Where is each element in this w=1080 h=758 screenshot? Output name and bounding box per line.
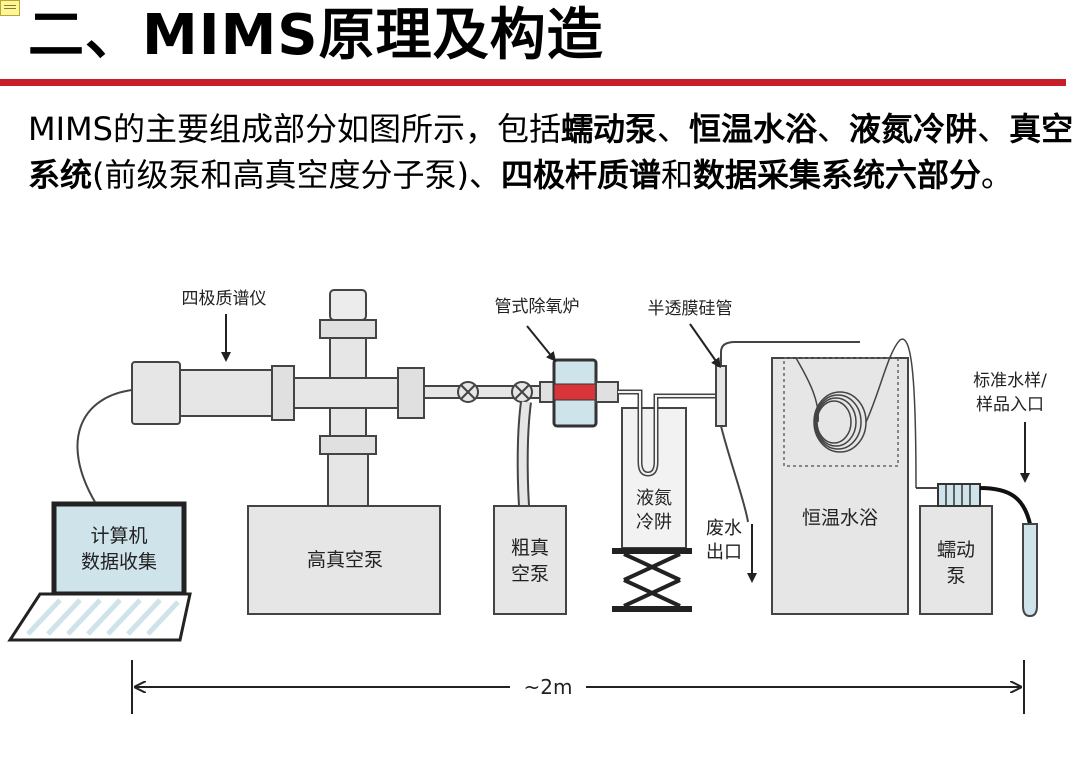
membrane-tee <box>715 341 860 523</box>
sample-test-tube <box>1022 523 1038 618</box>
label-furnace: 管式除氧炉 <box>495 297 580 317</box>
intro-bold-peristaltic: 蠕动泵 <box>560 110 657 148</box>
water-bath-inner <box>783 357 899 467</box>
intro-bold-waterbath: 恒温水浴 <box>689 110 818 148</box>
intro-text-1: MIMS的主要组成部分如图所示，包括 <box>28 110 561 148</box>
coil <box>795 338 917 489</box>
label-waste-line1: 废水 <box>706 518 742 539</box>
label-quadrupole-ms: 四极质谱仪 <box>182 289 267 309</box>
water-bath <box>771 357 909 615</box>
label-water-bath: 恒温水浴 <box>802 507 878 529</box>
label-high-vacuum-pump: 高真空泵 <box>307 549 383 571</box>
label-cold-trap-line2: 冷阱 <box>636 512 672 533</box>
intro-sep-3: 、 <box>977 110 1010 148</box>
deoxygenation-furnace <box>539 358 619 428</box>
mims-diagram: 四极质谱仪 高真空泵 粗真 空泵 管式除氧炉 <box>0 262 1064 724</box>
label-computer-line1: 计算机 <box>90 525 147 547</box>
mims-diagram-svg: 四极质谱仪 高真空泵 粗真 空泵 管式除氧炉 <box>7 289 1047 714</box>
data-cable <box>76 389 133 503</box>
label-scale: ~2m <box>524 675 573 699</box>
label-sample-inlet-line2: 样品入口 <box>976 395 1044 415</box>
arrow-furnace <box>526 325 557 362</box>
intro-bold-coldtrap: 液氮冷阱 <box>849 110 978 148</box>
label-sample-inlet-line1: 标准水样/ <box>973 371 1047 391</box>
slide-title: 二、MIMS原理及构造 <box>28 3 604 68</box>
label-peristaltic-line1: 蠕动 <box>937 539 975 561</box>
label-membrane-tube: 半透膜硅管 <box>648 299 733 319</box>
intro-sep-1: 、 <box>657 110 690 148</box>
intro-paragraph: MIMS的主要组成部分如图所示，包括蠕动泵、恒温水浴、液氮冷阱、真空系统(前级泵… <box>28 106 1076 198</box>
label-rough-pump-line2: 空泵 <box>511 563 549 585</box>
intro-bold-quadrupole: 四极杆质谱 <box>501 156 662 194</box>
vacuum-cross <box>293 289 425 507</box>
laptop <box>7 501 192 642</box>
intro-bold-vacuum: 真空系统 <box>28 110 1074 194</box>
peristaltic-pump <box>919 505 993 615</box>
intro-text-2: (前级泵和高真空度分子泵)、 <box>92 156 501 194</box>
comment-note-icon[interactable] <box>0 0 20 16</box>
arrow-membrane <box>689 323 721 369</box>
label-cold-trap-line1: 液氮 <box>636 488 672 509</box>
label-peristaltic-line2: 泵 <box>946 565 965 587</box>
quadrupole-ms <box>131 361 295 425</box>
pump-head <box>937 483 981 507</box>
intro-bold-daq: 数据采集系统六部分 <box>693 156 982 194</box>
label-rough-pump-line1: 粗真 <box>511 537 549 559</box>
rough-vacuum-pump <box>493 505 567 615</box>
intro-text-3: 和 <box>661 156 694 194</box>
intro-sep-2: 、 <box>817 110 850 148</box>
inlet-line <box>423 381 547 403</box>
label-computer-line2: 数据收集 <box>81 551 157 573</box>
intro-text-4: 。 <box>981 156 1014 194</box>
high-vacuum-pump <box>247 505 441 615</box>
title-underline <box>0 79 1066 86</box>
scissor-lift <box>612 548 692 612</box>
label-waste-line2: 出口 <box>706 542 742 563</box>
sample-tube <box>979 486 1032 525</box>
